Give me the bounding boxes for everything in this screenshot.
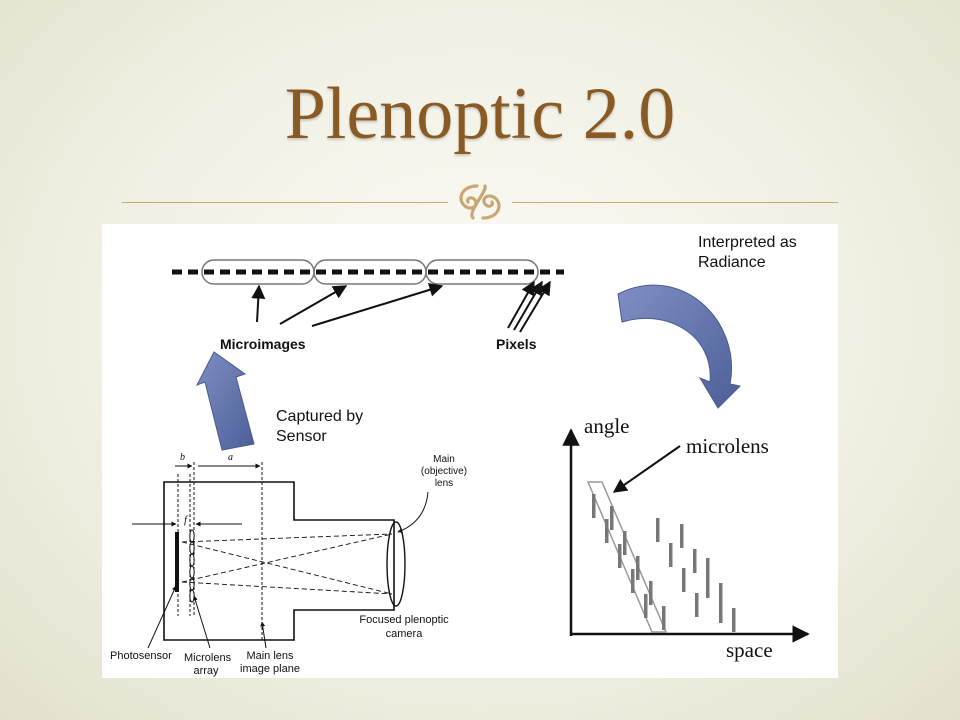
microlens-array-label-line1: Microlens — [184, 652, 232, 664]
main-lens-label-line1: Main — [433, 454, 455, 465]
main-lens-label-line2: (objective) — [420, 466, 468, 477]
photosensor-bar — [175, 532, 179, 592]
radiance-plot — [562, 428, 810, 643]
microimage-oval — [425, 259, 539, 285]
focused-camera-label-line1: Focused plenoptic — [359, 614, 449, 626]
dimension-b-label: b — [180, 452, 185, 463]
dimension-f-label: f — [184, 514, 188, 526]
photosensor-label: Photosensor — [110, 650, 172, 662]
focused-camera-label-line2: camera — [385, 628, 423, 640]
captured-label-line2: Sensor — [276, 428, 327, 445]
interpreted-label-line2: Radiance — [698, 254, 766, 271]
captured-label-line1: Captured by — [276, 408, 364, 425]
image-plane-label-line1: Main lens — [246, 650, 294, 662]
title-divider-right — [512, 202, 838, 203]
interpreted-label-line1: Interpreted as — [698, 234, 797, 251]
slide-title: Plenoptic 2.0 — [284, 73, 676, 155]
captured-arrow-icon — [195, 351, 255, 451]
dimension-a-label: a — [228, 452, 233, 463]
pixels-label: Pixels — [496, 336, 537, 352]
plot-microlens-annotation: microlens — [686, 434, 769, 458]
camera-diagram — [132, 462, 429, 649]
main-lens-label-line3: lens — [434, 478, 454, 489]
pixel-strip — [172, 259, 564, 285]
main-lens — [386, 521, 406, 607]
plot-y-axis-label: angle — [584, 414, 630, 438]
microimages-label: Microimages — [220, 336, 306, 352]
strip-pointer-arrows — [251, 280, 551, 333]
microlens-array-label-line2: array — [193, 665, 219, 677]
diagram-figure — [132, 259, 810, 649]
plot-x-axis-label: space — [726, 638, 773, 662]
image-plane-label-line2: image plane — [240, 663, 300, 675]
title-divider-left — [122, 202, 448, 203]
diagram-panel: Microimages Pixels Interpreted as Radian… — [102, 224, 838, 678]
microlens-region — [586, 481, 668, 633]
ornament-icon — [459, 184, 501, 220]
interpreted-arrow-icon — [617, 284, 742, 409]
